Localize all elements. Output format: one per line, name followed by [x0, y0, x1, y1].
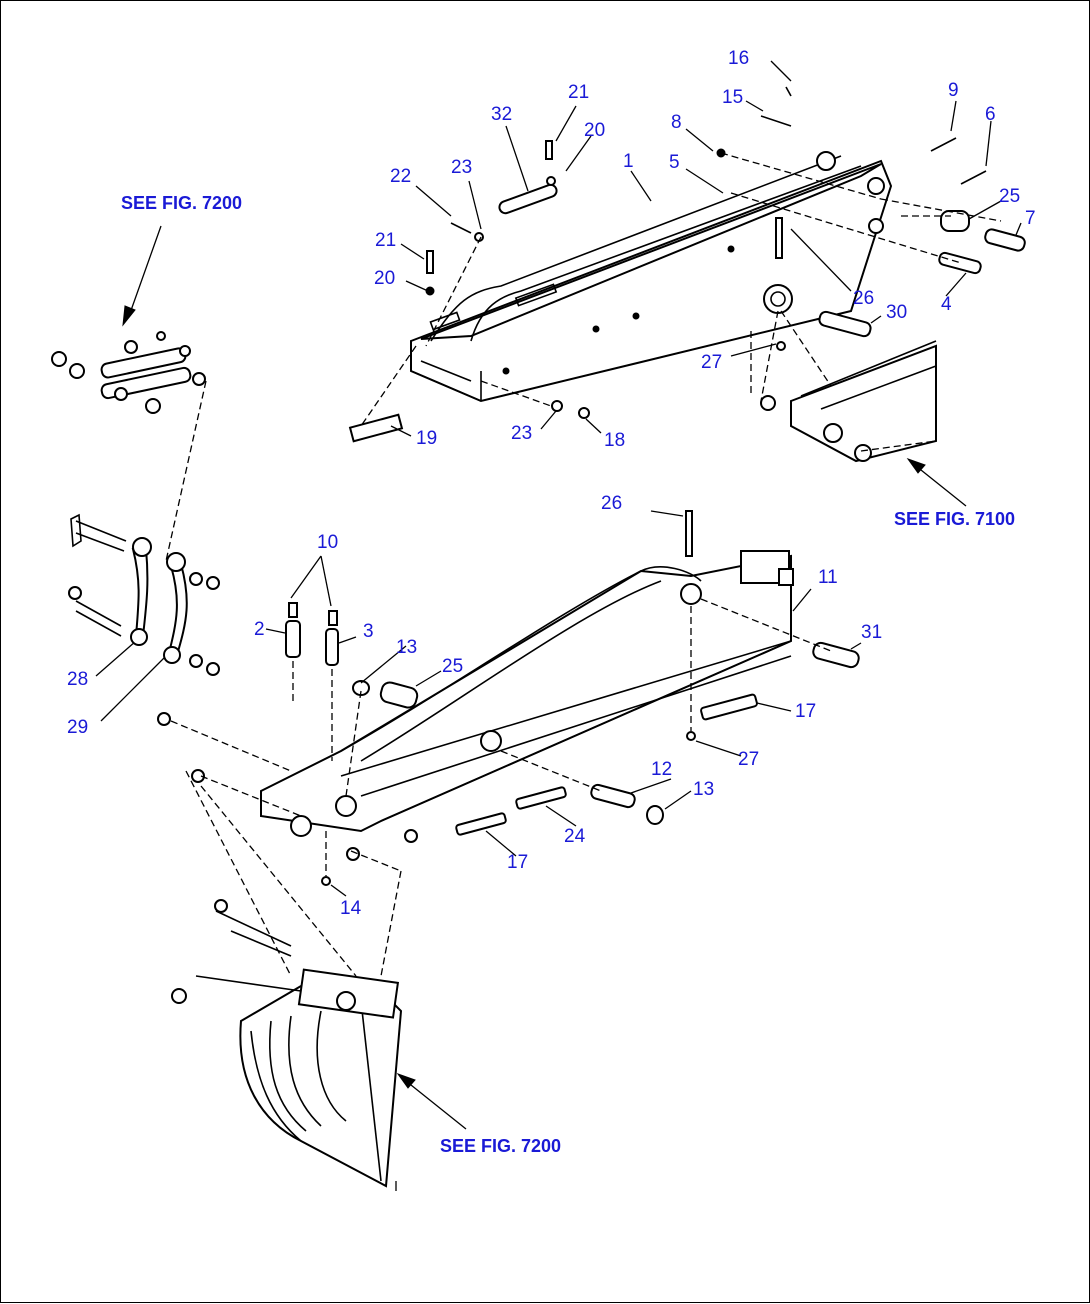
callout-12: 12 [651, 759, 673, 780]
callout-18: 18 [604, 430, 626, 451]
callout-13: 13 [396, 637, 418, 658]
callout-25: 25 [442, 656, 464, 677]
link-assembly [68, 513, 220, 676]
reference-see-fig-7100: SEE FIG. 7100 [894, 509, 1016, 529]
lower-leaders [95, 510, 862, 897]
callout-21: 21 [568, 82, 590, 103]
upper-arm-hardware [348, 86, 1026, 443]
callout-29: 29 [67, 717, 89, 738]
lower-arm-assembly [260, 510, 794, 837]
top-left-linkage [51, 331, 207, 562]
reference-see-fig-7200-bottom: SEE FIG. 7200 [440, 1136, 562, 1156]
callout-31: 31 [861, 622, 883, 643]
callout-11: 11 [818, 567, 838, 588]
callout-23: 23 [451, 157, 473, 178]
callout-6: 6 [985, 104, 996, 125]
callout-4: 4 [941, 294, 952, 315]
callout-21: 21 [375, 230, 397, 251]
callout-27: 27 [738, 749, 760, 770]
callout-20: 20 [374, 268, 396, 289]
upper-arm-assembly [410, 148, 893, 403]
callout-28: 28 [67, 669, 89, 690]
callout-17: 17 [795, 701, 817, 722]
callout-9: 9 [948, 80, 959, 101]
callout-8: 8 [671, 112, 682, 133]
callout-26: 26 [853, 288, 875, 309]
bucket [171, 770, 403, 1191]
callout-30: 30 [886, 302, 908, 323]
callout-10: 10 [317, 532, 339, 553]
callout-14: 14 [340, 898, 362, 919]
callout-20: 20 [584, 120, 606, 141]
callout-27: 27 [701, 352, 723, 373]
callout-2: 2 [254, 619, 265, 640]
callout-24: 24 [564, 826, 586, 847]
boom-end [760, 340, 937, 463]
reference-see-fig-7200-top: SEE FIG. 7200 [121, 193, 243, 213]
callout-16: 16 [728, 48, 750, 69]
callout-1: 1 [623, 151, 634, 172]
lower-arm-hardware [157, 602, 860, 886]
callout-3: 3 [363, 621, 374, 642]
callout-7: 7 [1025, 208, 1036, 229]
callout-13: 13 [693, 779, 715, 800]
callout-23: 23 [511, 423, 533, 444]
reference-arrows [122, 225, 967, 1130]
callout-25: 25 [999, 186, 1021, 207]
callout-17: 17 [507, 852, 529, 873]
callout-15: 15 [722, 87, 744, 108]
callout-32: 32 [491, 104, 513, 125]
callout-26: 26 [601, 493, 623, 514]
callout-5: 5 [669, 152, 680, 173]
callout-22: 22 [390, 166, 412, 187]
callout-19: 19 [416, 428, 438, 449]
